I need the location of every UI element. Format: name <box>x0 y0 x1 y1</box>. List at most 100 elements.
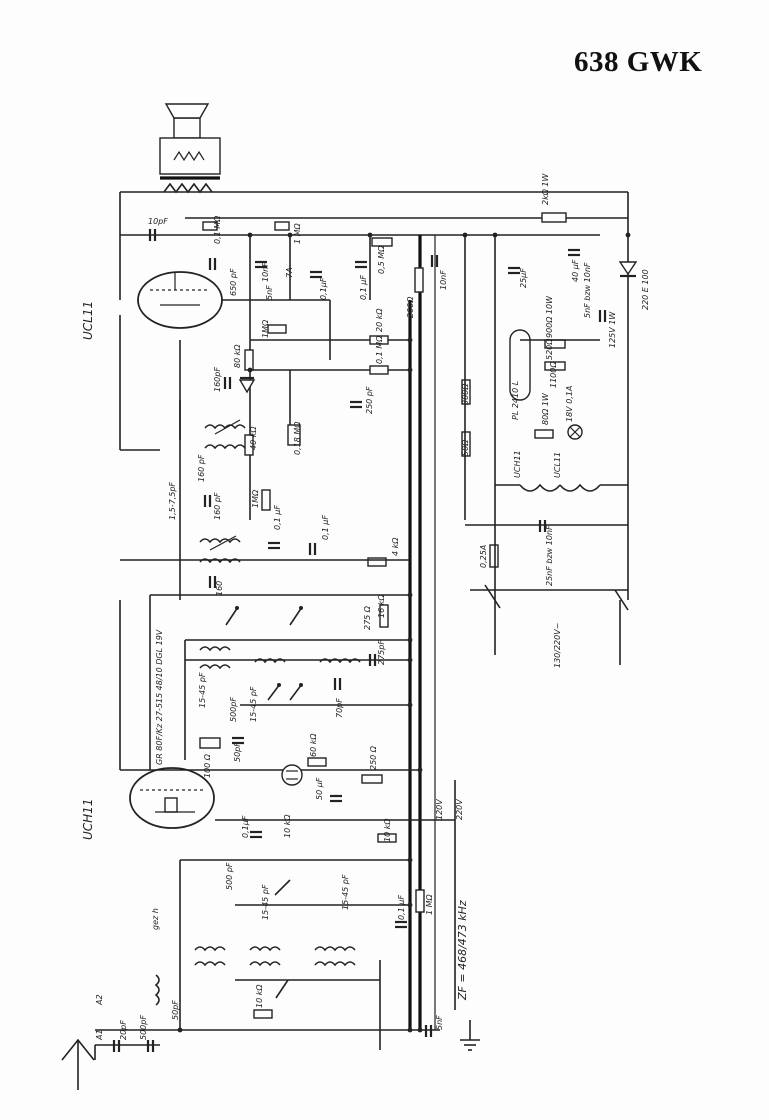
label-c70pf: 70pF <box>335 698 344 718</box>
label-c01uf-e: 0,1μF <box>241 815 250 838</box>
label-c10pf: 10pF <box>148 217 168 226</box>
label-c10nf: 10nF <box>261 262 270 282</box>
label-r018m: 0,18 MΩ <box>293 421 302 455</box>
label-r01m-mid: 0,1 MΩ <box>375 335 384 364</box>
label-r1m-top: 1 MΩ <box>293 222 302 244</box>
label-c500pf-b: 500 pF <box>225 862 234 890</box>
if-transformer-1 <box>179 400 246 600</box>
label-c40uf: 40 μF <box>571 259 580 282</box>
label-c50pf-b: 50pF <box>171 1000 180 1020</box>
label-gez-h: gez h <box>151 908 160 930</box>
rf-stage-wiring <box>94 559 456 1060</box>
label-c250pf: 250 pF <box>365 386 374 414</box>
label-r900: 900Ω 10W <box>545 295 554 338</box>
label-c160-c: 160 pF <box>213 492 222 520</box>
wavechange-switches <box>225 606 303 999</box>
label-mains: 130/220V~ <box>553 623 562 668</box>
label-c15-45d: 15-45 pF <box>341 874 350 910</box>
label-r200: 200Ω <box>406 296 415 318</box>
label-r05m: 0,5 MΩ <box>377 245 386 274</box>
label-c15-45a: 15-45 pF <box>198 672 207 708</box>
label-c01uf-d: 0,1 μF <box>321 515 330 540</box>
label-c160pf: 160pF <box>213 367 222 392</box>
label-r80k: 80 kΩ <box>233 344 242 368</box>
label-r2k: 2kΩ 1W <box>541 173 550 205</box>
label-c15-45b: 15-45 pF <box>249 686 258 722</box>
tube-ucl11-label: UCL11 <box>81 301 95 340</box>
label-c15-45c: 15-45 pF <box>261 884 270 920</box>
label-c25nf: 25nF bzw 10nF <box>545 525 554 586</box>
label-c7a: 7A <box>285 267 294 278</box>
label-c160-d: 160 <box>215 581 224 596</box>
label-r4k: 4 kΩ <box>391 537 400 556</box>
label-r275: 275 Ω <box>363 605 372 630</box>
junction-dots <box>177 232 631 1033</box>
label-c5nf-b: 5nF <box>435 1015 444 1030</box>
label-heater-ucl: UCL11 <box>553 452 562 478</box>
capacitors <box>112 229 607 1052</box>
label-pl2410: PL 2410 L <box>511 381 520 420</box>
label-c275pf: 275pF <box>377 640 386 665</box>
label-r20k: 20 kΩ <box>375 308 384 332</box>
power-supply-wiring <box>464 235 629 665</box>
label-c50pf-a: 50pF <box>233 742 242 762</box>
if-transformer-2 <box>199 535 241 564</box>
antenna-icon <box>61 1038 95 1090</box>
label-r1m-mid: 1MΩ <box>261 319 270 338</box>
label-c5nf-bzw: 5nF bzw 10nF <box>583 262 592 318</box>
label-a2: A2 <box>95 994 104 1006</box>
component-labels: 10pF 0,1 MΩ 1 MΩ 10nF 5nF 7A 0,1μF 0,1 μ… <box>95 173 650 1041</box>
label-zf: ZF = 468/473 kHz <box>456 900 469 1001</box>
label-f025a: 0,25A <box>479 545 488 568</box>
speaker-icon <box>159 103 221 194</box>
label-r50: 50Ω <box>461 439 470 456</box>
label-c500pf-a: 500pF <box>229 697 238 722</box>
label-heater-uch: UCH11 <box>513 450 522 478</box>
label-v220: 220V <box>455 799 464 820</box>
label-c01uf-c: 0,1 μF <box>273 505 282 530</box>
rectifier-diode-icon <box>238 261 638 394</box>
label-c650pf: 650 pF <box>229 268 238 296</box>
label-r100: 100 Ω <box>203 753 212 778</box>
resistors <box>199 212 567 1019</box>
label-r1100: 1100Ω <box>549 361 558 388</box>
label-c500pf-c: 500pF <box>139 1015 148 1040</box>
pilot-lamp-icon <box>567 424 583 440</box>
label-r250: 250 Ω <box>369 745 378 770</box>
label-r40k: 40 kΩ <box>249 426 258 450</box>
label-c160-b: 160 pF <box>197 454 206 482</box>
label-lamp: 18V 0,1A <box>565 386 574 422</box>
label-r125v: 125V 1W <box>608 311 617 348</box>
label-r10k-a: 10 kΩ <box>283 814 292 838</box>
label-d220e100: 220 E 100 <box>641 269 650 310</box>
label-r16k: 16 kΩ <box>377 594 386 618</box>
label-c50uf: 50 μF <box>315 777 324 800</box>
label-c01uf-a: 0,1μF <box>319 277 328 300</box>
tube-ucl11 <box>137 271 223 329</box>
label-r10k-c: 10 kΩ <box>255 984 264 1008</box>
page-title: 638 GWK <box>574 46 703 78</box>
label-c25uf: 25μF <box>519 268 528 288</box>
label-r520: 520Ω <box>545 338 554 360</box>
tube-uch11-label: UCH11 <box>81 799 95 840</box>
label-coil-data: GR 80F/Kz 27-515 48/10 DGL 19V <box>155 629 164 765</box>
label-r1m-b: 1MΩ <box>251 489 260 508</box>
label-r01m-top: 0,1 MΩ <box>213 215 222 244</box>
label-v120: 120V <box>435 799 444 820</box>
label-a1: A1 <box>95 1029 104 1041</box>
label-c5nf-a: 5nF <box>265 285 274 300</box>
ballast-icon <box>509 329 531 401</box>
label-r1m-c: 1 MΩ <box>425 893 434 915</box>
label-r60k: 60 kΩ <box>309 733 318 757</box>
label-r300: 300Ω <box>461 383 470 405</box>
tube-uch11 <box>129 767 215 829</box>
label-c15-75: 1,5-7,5pF <box>168 482 177 520</box>
label-r80-1w: 80Ω 1W <box>541 392 550 425</box>
label-c20pf: 20pF <box>119 1020 128 1040</box>
label-c10nf-b: 10nF <box>439 270 448 290</box>
heater-filaments <box>495 483 628 492</box>
label-c01uf-b: 0,1 μF <box>359 275 368 300</box>
label-r10k-b: 10 kΩ <box>383 818 392 842</box>
